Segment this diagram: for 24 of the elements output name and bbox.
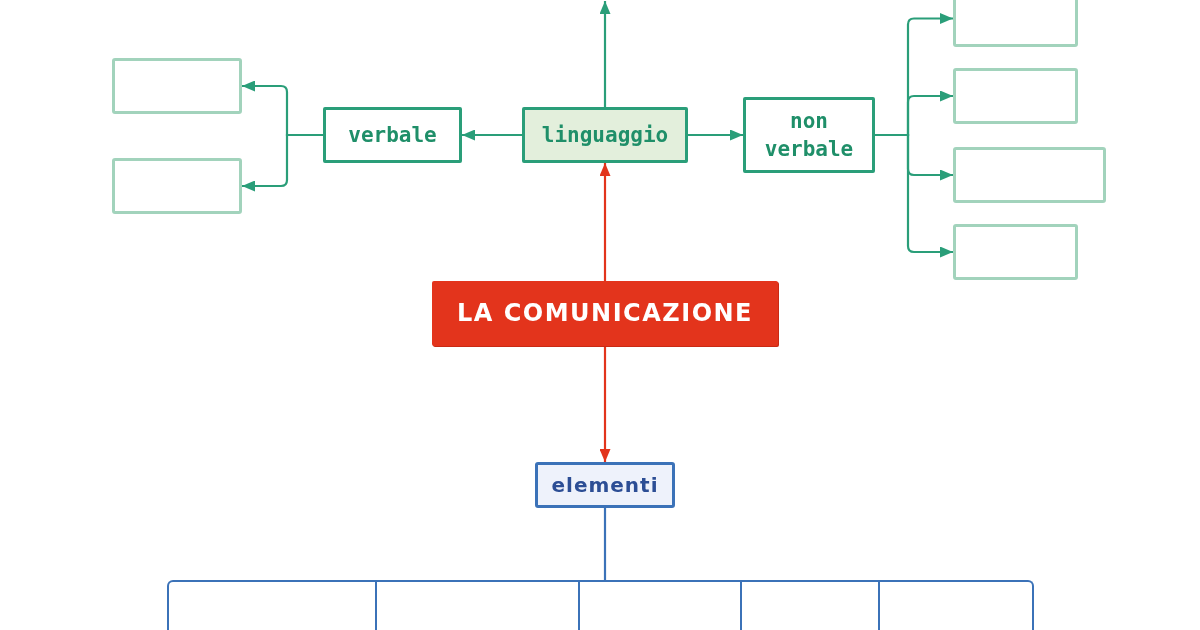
box-label: linguaggio — [540, 121, 670, 149]
arrow — [599, 1, 611, 107]
empty-box — [112, 58, 242, 114]
arrow — [599, 346, 611, 462]
box-label: verbale — [347, 121, 438, 149]
concept-box — [522, 107, 688, 163]
concept-box — [323, 107, 462, 163]
concept-box — [535, 462, 675, 508]
empty-box — [953, 68, 1078, 124]
box-label: non verbale — [763, 107, 855, 163]
arrow — [599, 163, 611, 281]
box-label: LA COMUNICAZIONE — [456, 298, 754, 330]
arrow — [242, 133, 323, 192]
box-label: elementi — [550, 471, 660, 499]
topic-box — [432, 281, 778, 346]
concept-box — [743, 97, 875, 173]
empty-box — [953, 0, 1078, 47]
empty-box — [953, 224, 1078, 280]
empty-box — [953, 147, 1106, 203]
arrow — [462, 129, 522, 141]
connector-line — [603, 508, 607, 580]
empty-box — [112, 158, 242, 214]
arrow — [688, 129, 743, 141]
arrow — [875, 133, 953, 258]
